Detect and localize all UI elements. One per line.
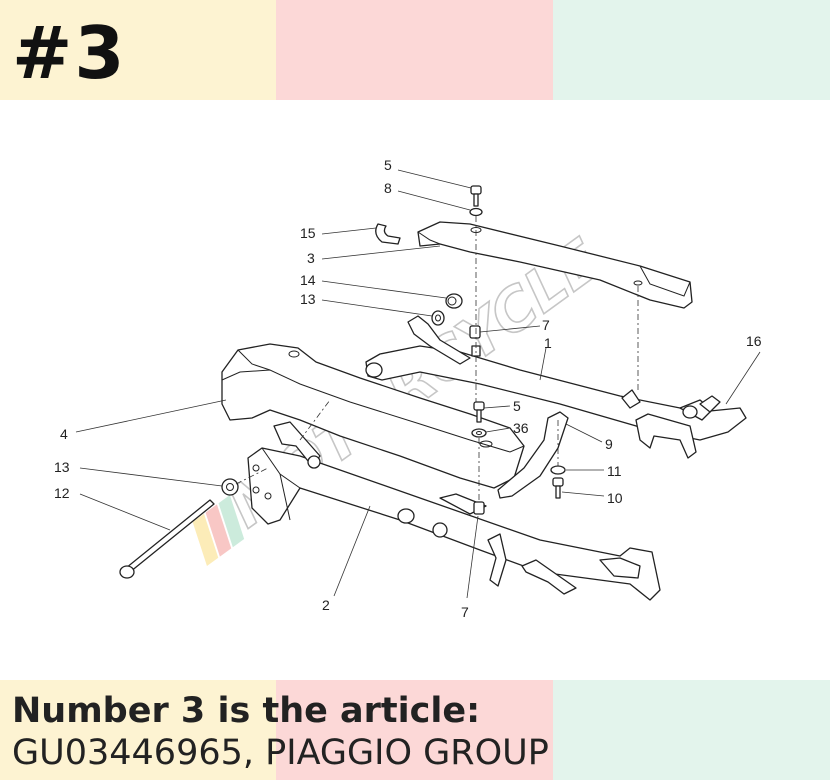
part-13-bushing-bottom xyxy=(221,478,239,496)
part-11-washer xyxy=(550,465,566,475)
part-5-bolt-middle xyxy=(471,401,487,438)
callout-labels: 5 8 15 3 14 13 7 1 16 4 5 36 9 11 10 13 … xyxy=(54,157,762,620)
assembly-lines xyxy=(235,216,639,502)
part-9-stay xyxy=(497,411,569,499)
callout-36: 36 xyxy=(513,420,529,436)
article-caption: Number 3 is the article: GU03446965, PIA… xyxy=(12,690,818,774)
header-band-mint xyxy=(553,0,830,100)
leader-lines xyxy=(75,169,761,599)
part-10-bolt xyxy=(552,477,564,499)
part-16-bracket xyxy=(699,395,721,413)
callout-13-bottom: 13 xyxy=(54,459,70,475)
item-number-badge: #3 xyxy=(12,11,127,95)
header-band xyxy=(0,0,830,100)
callout-14: 14 xyxy=(300,272,316,288)
footer-band-mint xyxy=(553,680,830,780)
part-12-long-bolt xyxy=(119,499,215,579)
part-15-clip xyxy=(375,223,401,245)
callout-10: 10 xyxy=(607,490,623,506)
part-3-plate xyxy=(417,221,693,309)
part-2-frame xyxy=(247,421,661,601)
part-7-spacer-bottom xyxy=(473,501,485,515)
callout-7-bottom: 7 xyxy=(461,604,469,620)
callout-3: 3 xyxy=(307,250,315,266)
callout-7-top: 7 xyxy=(542,317,550,333)
callout-5-middle: 5 xyxy=(513,398,521,414)
callout-15: 15 xyxy=(300,225,316,241)
footer-band xyxy=(0,680,830,780)
callout-5-top: 5 xyxy=(384,157,392,173)
caption-heading: Number 3 is the article: xyxy=(12,691,481,731)
callout-12: 12 xyxy=(54,485,70,501)
header-band-yellow xyxy=(0,0,276,100)
exploded-parts-diagram: MOTORCYCLE xyxy=(54,157,762,620)
callout-11: 11 xyxy=(607,463,622,479)
footer-band-yellow xyxy=(0,680,276,780)
callout-1: 1 xyxy=(544,335,552,351)
part-1-arm xyxy=(365,315,747,459)
callout-9: 9 xyxy=(605,436,613,452)
callout-2: 2 xyxy=(322,597,330,613)
part-14-bushing xyxy=(445,293,463,309)
part-5-bolt-top xyxy=(469,185,483,217)
callout-16: 16 xyxy=(746,333,762,349)
callout-8: 8 xyxy=(384,180,392,196)
header-band-pink xyxy=(276,0,553,100)
caption-article-code: GU03446965, PIAGGIO GROUP xyxy=(12,733,549,773)
callout-13-top: 13 xyxy=(300,291,316,307)
callout-4: 4 xyxy=(60,426,68,442)
part-13-bushing-top xyxy=(431,310,445,326)
footer-band-pink xyxy=(276,680,553,780)
